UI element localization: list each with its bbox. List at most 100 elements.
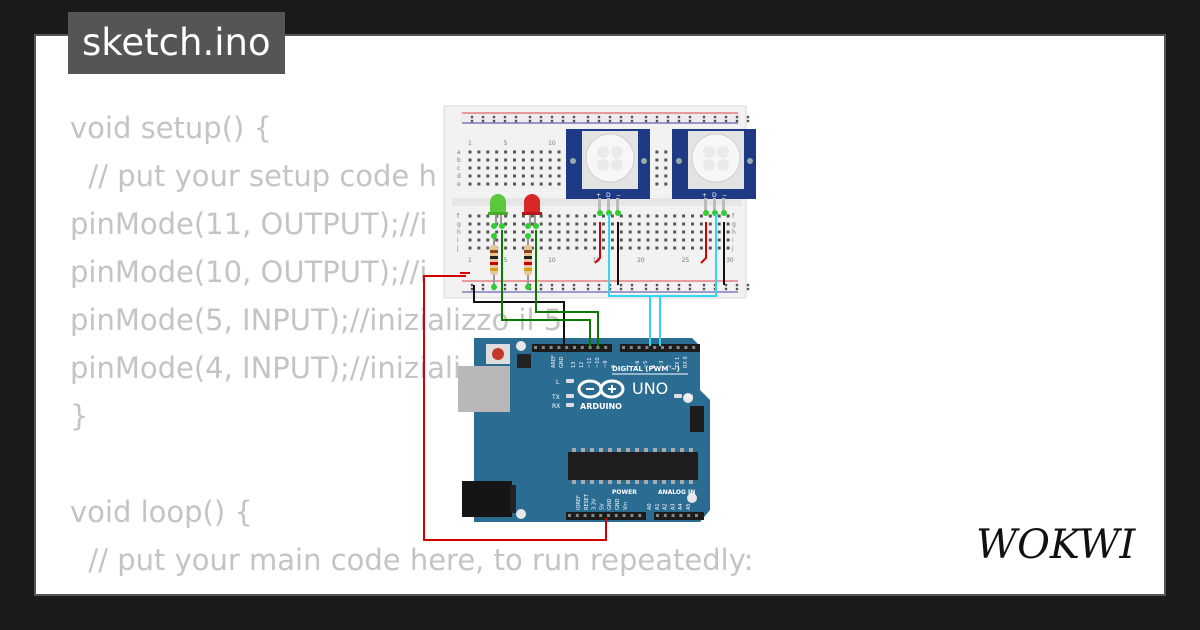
breadboard-hole	[566, 230, 570, 234]
breadboard-column-label: 30	[726, 257, 734, 264]
header-pin[interactable]	[565, 346, 569, 349]
chip-pin	[662, 448, 666, 452]
header-pin[interactable]	[591, 514, 595, 517]
breadboard-hole	[575, 222, 579, 226]
resistor-1[interactable]	[490, 233, 498, 290]
led-red[interactable]	[522, 194, 542, 229]
header-pin[interactable]	[671, 514, 675, 517]
header-pin[interactable]	[549, 346, 553, 349]
pir-sensor-1[interactable]: + D −	[566, 129, 650, 216]
header-pin[interactable]	[588, 346, 592, 349]
chip-pin	[608, 480, 612, 484]
header-pin[interactable]	[583, 514, 587, 517]
rail-hole	[539, 119, 543, 123]
header-pin[interactable]	[607, 514, 610, 517]
header-pin[interactable]	[575, 514, 579, 517]
header-pin[interactable]	[645, 346, 649, 349]
breadboard-hole	[504, 174, 508, 178]
rail-hole	[572, 115, 576, 119]
header-pin[interactable]	[604, 346, 608, 349]
file-tab[interactable]: sketch.ino	[68, 12, 285, 74]
header-pin[interactable]	[573, 346, 576, 349]
header-pin[interactable]	[580, 346, 584, 349]
breadboard-hole	[655, 238, 659, 242]
led-label-tx: TX	[551, 394, 560, 401]
header-pin[interactable]	[656, 514, 659, 517]
header-pin[interactable]	[638, 514, 642, 517]
breadboard-hole	[637, 214, 641, 218]
header-pin[interactable]	[679, 514, 683, 517]
breadboard-hole	[602, 230, 605, 234]
breadboard-hole	[557, 158, 561, 162]
header-pin[interactable]	[663, 514, 667, 517]
header-pin[interactable]	[614, 514, 618, 517]
rail-hole	[724, 283, 728, 287]
breadboard-hole	[521, 238, 525, 242]
breadboard-hole	[557, 166, 561, 170]
header-pin[interactable]	[676, 346, 680, 349]
breadboard-hole	[726, 230, 730, 234]
breadboard-hole	[708, 230, 712, 234]
header-pin[interactable]	[684, 346, 688, 349]
header-pin[interactable]	[695, 514, 698, 517]
rail-hole	[619, 283, 623, 287]
rail-hole	[746, 119, 750, 123]
breadboard-hole	[673, 214, 677, 218]
header-pin[interactable]	[668, 346, 672, 349]
breadboard-hole	[477, 166, 481, 170]
header-pin[interactable]	[541, 346, 545, 349]
analog-label: ANALOG IN	[658, 489, 695, 496]
arduino-uno[interactable]: DIGITAL (PWM ~) UNO ARDUINO L TX RX ON P…	[458, 338, 710, 522]
wire-pir-1	[608, 214, 717, 297]
header-pin[interactable]	[596, 346, 600, 349]
header-pin[interactable]	[637, 346, 641, 349]
breadboard-hole	[530, 166, 534, 170]
led-green[interactable]	[488, 194, 508, 229]
rail-hole	[702, 115, 706, 119]
rail-hole	[550, 115, 554, 119]
rail-hole	[655, 119, 659, 123]
header-pin[interactable]	[653, 346, 657, 349]
chip-pin	[689, 448, 693, 452]
rail-hole	[619, 115, 623, 119]
rail-hole	[713, 115, 717, 119]
breadboard-row-label: i	[457, 237, 459, 244]
breadboard-hole	[726, 246, 730, 250]
wire-5v	[423, 275, 607, 541]
breadboard-hole	[530, 150, 534, 154]
header-pin[interactable]	[622, 346, 625, 349]
header-pin[interactable]	[630, 514, 634, 517]
rail-hole	[503, 115, 507, 119]
rail-hole	[586, 115, 590, 119]
pin-label: RESET	[584, 493, 590, 510]
pin-label: A0	[647, 503, 653, 510]
pir-sensor-2[interactable]: + D −	[672, 129, 756, 216]
header-pin[interactable]	[622, 514, 626, 517]
header-pin[interactable]	[599, 514, 603, 517]
breadboard-hole	[708, 214, 712, 218]
resistor-2[interactable]	[524, 233, 532, 290]
breadboard-hole	[691, 246, 694, 250]
breadboard-hole	[477, 246, 481, 250]
pin-label: IOREF	[576, 495, 582, 510]
breadboard-hole	[548, 150, 552, 154]
breadboard-hole	[708, 222, 712, 226]
breadboard-hole	[673, 222, 677, 226]
breadboard-hole	[495, 166, 499, 170]
header-pin[interactable]	[534, 346, 537, 349]
chip-pin	[626, 448, 630, 452]
header-pin[interactable]	[692, 346, 696, 349]
breadboard-column-label: 20	[637, 257, 645, 264]
header-pin[interactable]	[629, 346, 633, 349]
breadboard-hole	[699, 246, 703, 250]
header-pin[interactable]	[568, 514, 571, 517]
wokwi-logo: WOKWI	[976, 522, 1136, 568]
breadboard-hole	[495, 150, 499, 154]
header-pin[interactable]	[687, 514, 691, 517]
header-pin[interactable]	[557, 346, 561, 349]
header-pin[interactable]	[661, 346, 664, 349]
breadboard-hole	[584, 214, 588, 218]
chip-pin	[599, 480, 603, 484]
breadboard-hole	[504, 182, 508, 186]
